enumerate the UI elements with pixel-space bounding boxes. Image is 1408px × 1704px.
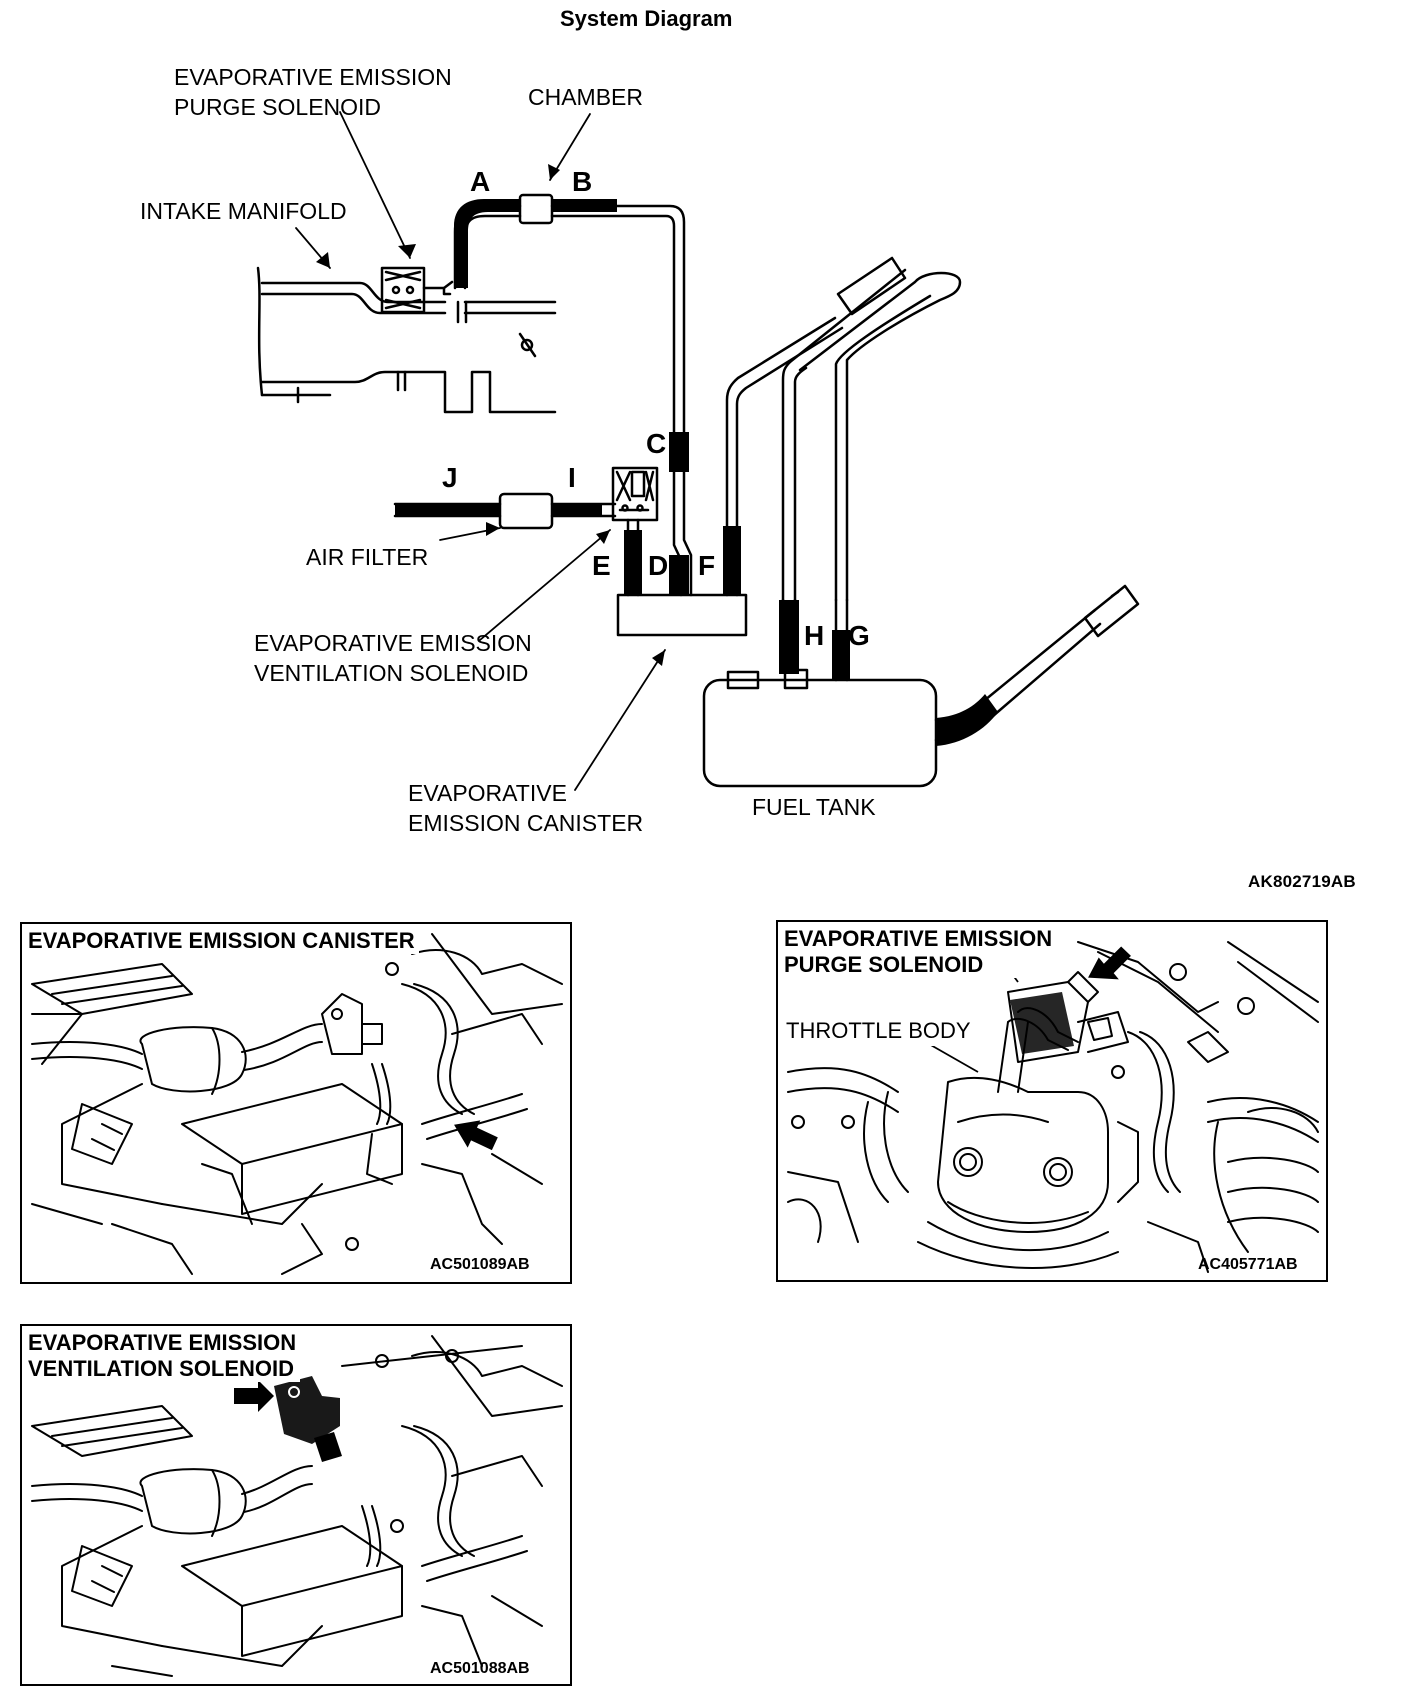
purge-solenoid-illustration: [787, 941, 1319, 1273]
canister-symbol: [616, 593, 748, 637]
panel-ventilation-solenoid-title-line2: VENTILATION SOLENOID: [28, 1356, 295, 1381]
hose-letter-b: B: [572, 166, 593, 197]
system-diagram: [256, 111, 1140, 791]
purge-solenoid-symbol: [380, 266, 454, 314]
purge-solenoid-label-line2: PURGE SOLENOID: [174, 94, 382, 120]
panel-purge-solenoid-title-line2: PURGE SOLENOID: [784, 952, 984, 977]
fuel-tank-label: FUEL TANK: [752, 794, 876, 820]
panel-canister: EVAPORATIVE EMISSION CANISTER AC501089AB: [20, 922, 572, 1284]
canister-label: EVAPORATIVE EMISSION CANISTER: [408, 778, 643, 838]
panel-ventilation-solenoid-title-line1: EVAPORATIVE EMISSION: [28, 1330, 297, 1355]
hose-letter-h: H: [804, 620, 825, 651]
hose-letter-e: E: [592, 550, 611, 581]
hose-letter-f: F: [698, 550, 716, 581]
throttle-body-label: THROTTLE BODY: [786, 1016, 971, 1046]
hose-letter-j: J: [442, 462, 458, 493]
hose-sections: [395, 199, 998, 746]
panel-ventilation-solenoid: EVAPORATIVE EMISSION VENTILATION SOLENOI…: [20, 1324, 572, 1686]
canister-label-line1: EVAPORATIVE: [408, 780, 567, 806]
intake-manifold: [256, 266, 557, 414]
diagram-code: AK802719AB: [1248, 872, 1356, 891]
hose-letter-g: G: [848, 620, 870, 651]
panel-purge-solenoid-code: AC405771AB: [1198, 1256, 1298, 1273]
chamber-label: CHAMBER: [528, 84, 644, 110]
purge-solenoid-label-line1: EVAPORATIVE EMISSION: [174, 64, 452, 90]
panel-purge-solenoid: EVAPORATIVE EMISSION PURGE SOLENOID THRO…: [776, 920, 1328, 1282]
leader-lines: [295, 111, 666, 791]
panel-purge-solenoid-title-line1: EVAPORATIVE EMISSION: [784, 926, 1053, 951]
purge-solenoid-label: EVAPORATIVE EMISSION PURGE SOLENOID: [174, 62, 452, 122]
canister-illustration: [31, 933, 563, 1275]
panel-purge-solenoid-title: EVAPORATIVE EMISSION PURGE SOLENOID: [784, 926, 1057, 978]
panel-canister-code: AC501089AB: [430, 1256, 530, 1273]
ventilation-solenoid-illustration: [31, 1335, 563, 1677]
arrowheads: [316, 164, 665, 666]
panel-ventilation-solenoid-code: AC501088AB: [430, 1660, 530, 1677]
hose-letter-i: I: [568, 462, 576, 493]
panel-canister-title: EVAPORATIVE EMISSION CANISTER: [28, 928, 419, 954]
hose-letter-a: A: [470, 166, 491, 197]
page-title: System Diagram: [560, 6, 733, 31]
air-filter-label: AIR FILTER: [306, 544, 429, 570]
ventilation-solenoid-label-line1: EVAPORATIVE EMISSION: [254, 630, 532, 656]
hose-letter-d: D: [648, 550, 669, 581]
panel-ventilation-solenoid-title: EVAPORATIVE EMISSION VENTILATION SOLENOI…: [28, 1330, 301, 1382]
intake-manifold-label: INTAKE MANIFOLD: [140, 198, 347, 224]
fuel-tank-symbol: [702, 584, 1140, 788]
canister-label-line2: EMISSION CANISTER: [408, 810, 644, 836]
hose-letter-c: C: [646, 428, 667, 459]
ventilation-solenoid-label-line2: VENTILATION SOLENOID: [254, 660, 529, 686]
ventilation-solenoid-label: EVAPORATIVE EMISSION VENTILATION SOLENOI…: [254, 628, 532, 688]
filler-neck: [781, 256, 962, 602]
panel-canister-title-line1: EVAPORATIVE EMISSION CANISTER: [28, 928, 415, 953]
